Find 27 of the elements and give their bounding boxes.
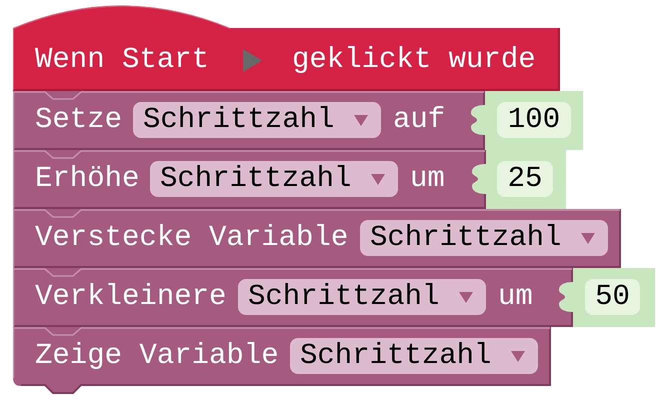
block-label: Erhöhe: [35, 162, 140, 196]
variable-dropdown: Schrittzahl: [290, 338, 538, 374]
block-label: auf: [393, 103, 446, 137]
block-label: Setze: [35, 103, 122, 137]
number-block: [470, 91, 583, 150]
command-block: [13, 327, 551, 394]
variable-dropdown: Schrittzahl: [150, 161, 398, 197]
number-field: 100: [497, 102, 571, 138]
block-label: Zeige Variable: [35, 339, 279, 373]
number-block: [471, 150, 566, 209]
command-block: [13, 150, 486, 209]
command-block: [13, 91, 485, 150]
block-label: Verkleinere: [35, 280, 226, 314]
block-label: geklickt wurde: [292, 43, 536, 77]
number-block: [558, 268, 655, 327]
event-block: [13, 5, 560, 91]
block-label: Verstecke Variable: [35, 221, 348, 255]
command-block: [13, 209, 621, 268]
block-label: Wenn Start: [35, 43, 210, 77]
variable-dropdown: Schrittzahl: [133, 102, 381, 138]
block-label: um: [410, 162, 445, 196]
number-field: 25: [497, 161, 553, 197]
block-label: um: [498, 280, 533, 314]
number-field: 50: [585, 279, 640, 315]
command-block: [13, 268, 573, 327]
variable-dropdown: Schrittzahl: [360, 220, 608, 256]
variable-dropdown: Schrittzahl: [238, 279, 486, 315]
